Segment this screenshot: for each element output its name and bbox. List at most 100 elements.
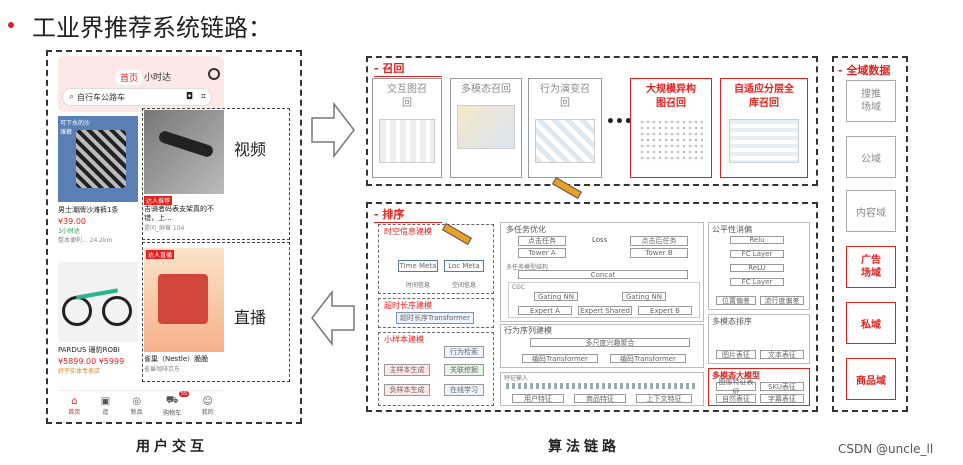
space-info-label: 空间信息 <box>452 282 477 289</box>
multitask-title: 多任务优化 <box>506 225 546 234</box>
mm-llm-box: 图像特征表征 <box>716 378 756 396</box>
recall-card-label: 行为演变召回 <box>540 84 590 109</box>
browse-icon: ▣ <box>100 395 111 407</box>
mm-rank-box: 文本表征 <box>760 350 804 359</box>
feature-title: 特征输入 <box>504 375 529 382</box>
domain-box[interactable]: 公域 <box>846 136 896 178</box>
recall-card[interactable]: 行为演变召回 <box>528 78 602 178</box>
domain-box[interactable]: 搜推场域 <box>846 80 896 122</box>
card-sub: 3小时达 <box>58 228 80 235</box>
domain-box[interactable]: 商品域 <box>846 358 896 400</box>
mm-rank-title: 多模态排序 <box>712 317 752 326</box>
feature-dots <box>506 383 696 389</box>
domains-section <box>832 56 908 412</box>
gate-a-box: Gating NN <box>534 292 578 301</box>
recall-title: - 召回 <box>374 60 443 77</box>
feature-box: 上下文特征 <box>636 394 692 403</box>
scan-icon[interactable]: ⌗ <box>200 92 206 102</box>
product-card[interactable]: PARDUS 珊豹ROBI ¥5899.00 ¥5999 好于实体专卖店 <box>58 262 138 390</box>
nav-browse[interactable]: ▣逛 <box>100 395 111 416</box>
fairness-layer: FC Layer <box>730 278 784 286</box>
tower-a-box: Tower A <box>518 248 566 258</box>
card-tag: 可下水的沙滩裤 <box>60 120 91 136</box>
fusion-box: 多尺度兴趣聚合 <box>530 338 690 347</box>
card-title: PARDUS 珊豹ROBI <box>58 346 120 354</box>
nav-new[interactable]: ◎新品 <box>130 395 143 416</box>
page-title: 工业界推荐系统链路： <box>32 14 272 42</box>
video-thumbnail <box>144 110 224 194</box>
expert-a-box: Expert A <box>518 306 572 315</box>
search-input[interactable]: 自行车公路车 <box>77 92 126 102</box>
bullet-dot <box>8 22 14 28</box>
ranking-title: - 排序 <box>374 206 443 223</box>
left-caption: 用户交互 <box>136 439 208 455</box>
loss-label: Loss <box>592 236 608 244</box>
search-bar[interactable]: ⌕ 自行车公路车 ◘ ⌗ <box>62 88 212 106</box>
ranking-section <box>366 202 818 412</box>
fewshot-box: 在线学习 <box>444 384 484 396</box>
behavior-title: 行为序列建模 <box>504 326 552 335</box>
video-card[interactable]: 达人推荐 吉骑者码表支架真的不错，上... 提问_绅章 104 <box>144 110 224 236</box>
task-a-box: 点击任务 <box>518 236 566 246</box>
camera-icon[interactable]: ◘ <box>185 92 193 102</box>
spatiotemporal-block <box>378 224 494 294</box>
recall-card[interactable]: 大规模异构图召回 <box>630 78 712 178</box>
nav-profile[interactable]: ☺我的 <box>201 395 214 416</box>
wheel-graphic <box>102 296 132 326</box>
recall-card[interactable]: 多模态召回 <box>450 78 522 178</box>
recall-card[interactable]: 交互图召回 <box>372 78 442 178</box>
transformer-box: 编码Transformer <box>522 354 598 363</box>
behavior-block <box>500 324 704 368</box>
fewshot-box: 主样本生成 <box>384 364 430 376</box>
fairness-layer: Relu <box>730 236 784 244</box>
multitask-block <box>500 222 704 322</box>
concat-box: Concat <box>518 270 688 279</box>
fairness-layer: FC Layer <box>730 250 784 258</box>
card-price: ¥39.00 <box>58 217 86 226</box>
graph-thumb <box>535 119 595 163</box>
new-icon: ◎ <box>132 395 142 407</box>
domain-box[interactable]: 广告场域 <box>846 246 896 288</box>
recall-card-label: 多模态召回 <box>461 84 511 95</box>
recall-card-label: 交互图召回 <box>387 84 427 109</box>
home-icon: ⌂ <box>71 395 78 407</box>
product-card[interactable]: 可下水的沙滩裤 男士潮牌沙滩裤1条 ¥39.00 3小时达 整本便利... 24… <box>58 116 138 254</box>
fewshot-box: 行为检索 <box>444 346 484 358</box>
fairness-layer: ReLU <box>730 264 784 272</box>
recall-card-label: 大规模异构图召回 <box>646 84 696 109</box>
task-b-box: 点击后任务 <box>630 236 688 246</box>
card-sub: 好于实体专卖店 <box>58 368 101 375</box>
bias-box: 位置偏差 <box>716 296 756 305</box>
tower-b-box: Tower B <box>630 248 688 258</box>
live-card[interactable]: 达人直播 雀巢（Nestle）脆脆 雀巢咖啡京东 <box>144 248 224 378</box>
domain-box[interactable]: 私域 <box>846 302 896 344</box>
video-region <box>142 108 290 240</box>
recall-card-label: 自适应分层全库召回 <box>734 84 794 109</box>
shorts-graphic <box>76 130 126 188</box>
mm-llm-box: 自然表征 <box>716 394 756 403</box>
card-title: 吉骑者码表支架真的不错，上... <box>144 205 214 222</box>
tab-home[interactable]: 首页 <box>116 70 143 85</box>
graph-thumb <box>729 119 799 163</box>
fewshot-block <box>378 332 494 406</box>
live-label: 直播 <box>234 308 267 327</box>
card-meta: 提问_绅章 104 <box>144 225 185 232</box>
transformer-box: 编码Transformer <box>610 354 686 363</box>
cart-icon: ⛟ <box>165 394 179 406</box>
card-title: 雀巢（Nestle）脆脆 <box>144 355 209 363</box>
product-box-graphic <box>158 274 208 324</box>
phone-frame: 首页 小时达 ⌕ 自行车公路车 ◘ ⌗ 可下水的沙滩裤 男士潮牌沙滩裤1条 ¥3… <box>46 50 302 424</box>
card-title: 男士潮牌沙滩裤1条 <box>58 206 119 214</box>
feature-block <box>500 372 704 406</box>
domain-box[interactable]: 内容域 <box>846 190 896 232</box>
profile-icon[interactable] <box>208 68 220 80</box>
nav-home[interactable]: ⌂首页 <box>68 395 81 416</box>
fewshot-box: 负样本生成 <box>384 384 430 396</box>
tab-hour[interactable]: 小时达 <box>144 73 172 83</box>
recall-card[interactable]: 自适应分层全库召回 <box>720 78 808 178</box>
ellipsis: ••• <box>606 114 633 130</box>
card-meta: 雀巢咖啡京东 <box>144 366 181 373</box>
user-icon: ☺ <box>202 395 213 407</box>
